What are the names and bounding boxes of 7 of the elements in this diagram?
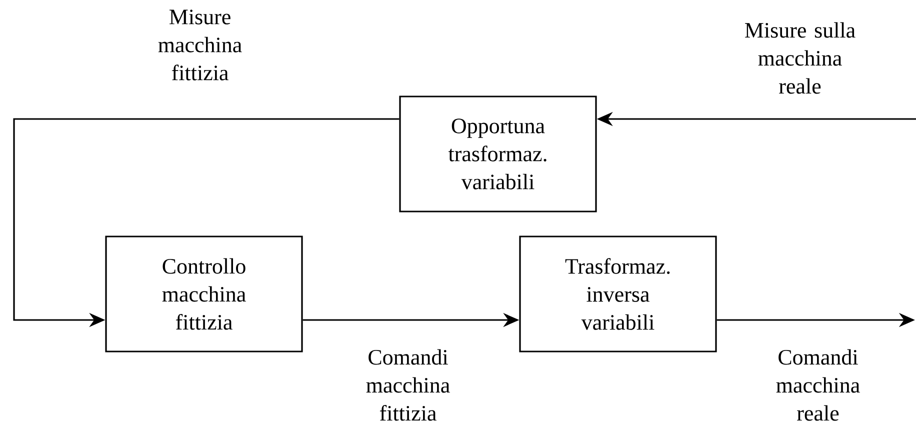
edge-label: Misure sulla macchina reale xyxy=(745,22,856,94)
edge-label: Comandi macchina reale xyxy=(776,349,860,421)
edge-label: Misure macchina fittizia xyxy=(158,10,242,80)
process-box: Trasformaz. inversa variabili xyxy=(519,236,717,352)
process-box: Opportuna trasformaz. variabili xyxy=(399,96,597,212)
process-box: Controllo macchina fittizia xyxy=(105,236,303,352)
edge-label: Comandi macchina fittizia xyxy=(366,349,450,421)
